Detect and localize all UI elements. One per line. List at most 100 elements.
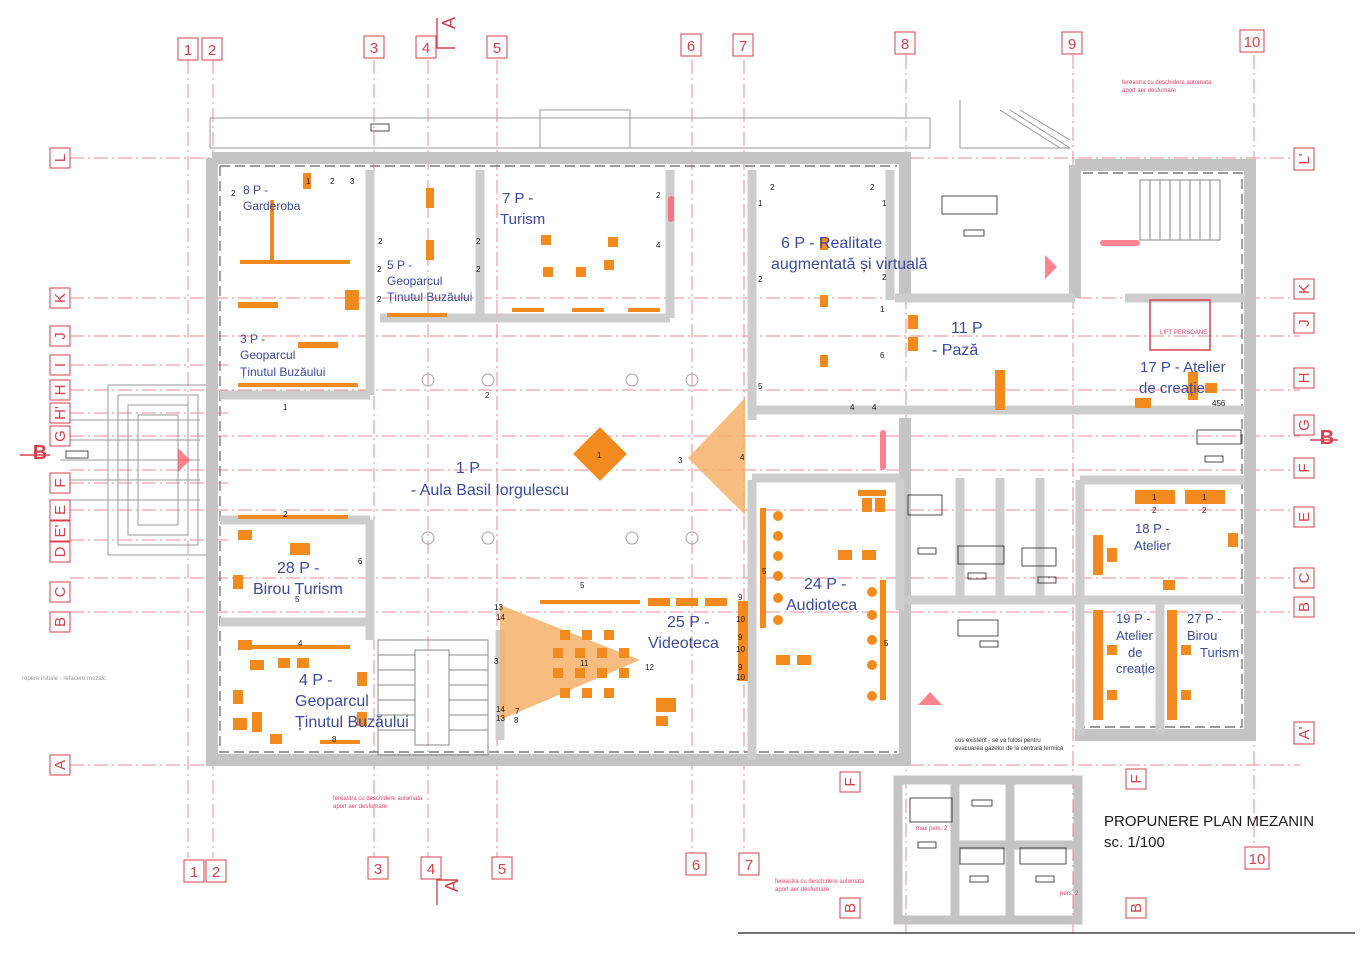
svg-text:10: 10	[736, 645, 745, 654]
axis-label-J-left: J	[52, 332, 69, 340]
room-7-label: 6 P - Realitate augmentată și virtuală	[771, 235, 928, 273]
svg-text:2: 2	[283, 510, 288, 519]
section-mark-B-left: B	[33, 442, 47, 464]
svg-text:1: 1	[880, 305, 885, 314]
projection-cone-videoteca	[500, 605, 640, 720]
axis-label-1-top: 1	[184, 42, 192, 59]
svg-text:10: 10	[736, 673, 745, 682]
svg-text:1: 1	[1202, 493, 1207, 502]
svg-text:5: 5	[580, 581, 585, 590]
svg-text:2: 2	[377, 265, 382, 274]
axis-label-F-right: F	[1296, 463, 1313, 472]
svg-text:1: 1	[306, 177, 311, 186]
plan-scale: sc. 1/100	[1104, 834, 1165, 851]
svg-text:4: 4	[656, 241, 661, 250]
axis-label-2-top: 2	[208, 42, 216, 59]
annex-axis-B-right: B	[1128, 903, 1145, 913]
svg-text:1: 1	[283, 403, 288, 412]
room-8-label: 11 P - Pază	[932, 320, 987, 359]
svg-text:456: 456	[1212, 399, 1226, 408]
svg-text:2: 2	[377, 295, 382, 304]
svg-text:4: 4	[872, 403, 877, 412]
axis-label-A-prime: A'	[1296, 726, 1313, 739]
red-accents	[178, 196, 1140, 705]
axis-label-E-left: E	[52, 505, 69, 515]
svg-text:1: 1	[597, 451, 602, 460]
furniture	[233, 173, 1238, 744]
room-25-label: 25 P - Videoteca	[648, 614, 719, 652]
axis-label-3-top: 3	[370, 40, 378, 57]
svg-text:2: 2	[770, 183, 775, 192]
axis-bubbles-top: 1 2 3 4 5 6 7 8 9 10	[177, 29, 1265, 61]
room-18-label: 19 P - Atelier de creație	[1116, 610, 1157, 676]
svg-text:3: 3	[494, 657, 499, 666]
axis-label-8-top: 8	[901, 36, 909, 53]
svg-text:2: 2	[476, 265, 481, 274]
note-window-bottom-right-2: aport aer desfumare	[775, 887, 830, 893]
svg-text:9: 9	[738, 663, 743, 672]
axis-label-K-right: K	[1296, 284, 1313, 294]
axis-label-4-bottom: 4	[427, 861, 435, 878]
outer-wall-inner-lines	[219, 165, 1243, 753]
axis-label-6-bottom: 6	[692, 857, 700, 874]
axis-label-7-bottom: 7	[745, 857, 753, 874]
room-28-label: 28 P - Birou Turism	[253, 560, 343, 598]
svg-text:2: 2	[330, 177, 335, 186]
axis-label-1-bottom: 1	[190, 864, 198, 881]
svg-text:6: 6	[880, 351, 885, 360]
axis-label-H-prime-left: H'	[52, 406, 69, 420]
room-3-label: 3 P - Geoparcul Ținutul Buzăului	[240, 330, 325, 379]
svg-text:8: 8	[514, 716, 519, 725]
svg-text:2: 2	[231, 189, 236, 198]
svg-text:2: 2	[870, 183, 875, 192]
videoteca-seats	[553, 630, 629, 698]
svg-text:10: 10	[736, 615, 745, 624]
svg-text:7: 7	[515, 707, 520, 716]
interior-stair	[377, 639, 489, 756]
note-window-bottom: fereastra cu deschidere automata	[333, 796, 423, 802]
axis-label-H-left: H	[52, 385, 69, 396]
svg-text:4: 4	[850, 403, 855, 412]
svg-text:14: 14	[496, 705, 505, 714]
axis-label-10-top: 10	[1244, 34, 1261, 51]
axis-label-I-left: I	[52, 363, 69, 367]
svg-text:5: 5	[295, 595, 300, 604]
axis-label-H-right: H	[1296, 373, 1313, 384]
lift-box	[1149, 299, 1211, 351]
room-6-label: 7 P - Turism	[500, 190, 545, 228]
svg-text:5: 5	[762, 567, 767, 576]
note-left: repere initiale - refacere mozaic	[22, 676, 106, 682]
room-4-label: 8 P - Garderoba	[243, 181, 301, 213]
axis-label-5-bottom: 5	[498, 861, 506, 878]
section-marks	[20, 18, 1338, 905]
aula-columns	[421, 373, 699, 545]
svg-text:3: 3	[678, 456, 683, 465]
roof-outline	[209, 100, 1071, 149]
axis-label-E-prime-left: E'	[52, 524, 69, 537]
axis-label-G-left: G	[52, 430, 69, 442]
room-27-label: 4 P - Geoparcul Ținutul Buzăului	[295, 672, 409, 731]
note-window-top: fereastra cu deschidere automata	[1122, 80, 1212, 86]
room-tags	[65, 123, 1242, 883]
room-17-label: 18 P - Atelier	[1134, 520, 1174, 553]
lower-annex-walls	[893, 775, 1083, 925]
axis-label-7-top: 7	[739, 38, 747, 55]
svg-text:2: 2	[1202, 506, 1207, 515]
room-11-label: 17 P - Atelier de creație	[1139, 359, 1230, 397]
axis-label-E-right: E	[1296, 512, 1313, 522]
svg-text:2: 2	[378, 237, 383, 246]
axis-label-K-left: K	[52, 293, 69, 303]
room-1-label: 1 P - Aula Basil Iorgulescu	[411, 460, 569, 499]
axis-label-A-left: A	[52, 760, 69, 770]
svg-text:8: 8	[332, 735, 337, 744]
annex-axis-F-left: F	[842, 777, 859, 786]
svg-text:2: 2	[656, 191, 661, 200]
axis-bubbles-bottom: 1 2 3 4 5 6 7 10	[183, 846, 1270, 883]
stair-upper-right	[1139, 179, 1221, 241]
svg-text:2: 2	[882, 273, 887, 282]
room-19-label: 27 P - Birou Turism	[1187, 610, 1239, 660]
svg-text:3: 3	[350, 177, 355, 186]
note-window-bottom-2: aport aer desfumare	[333, 804, 388, 810]
